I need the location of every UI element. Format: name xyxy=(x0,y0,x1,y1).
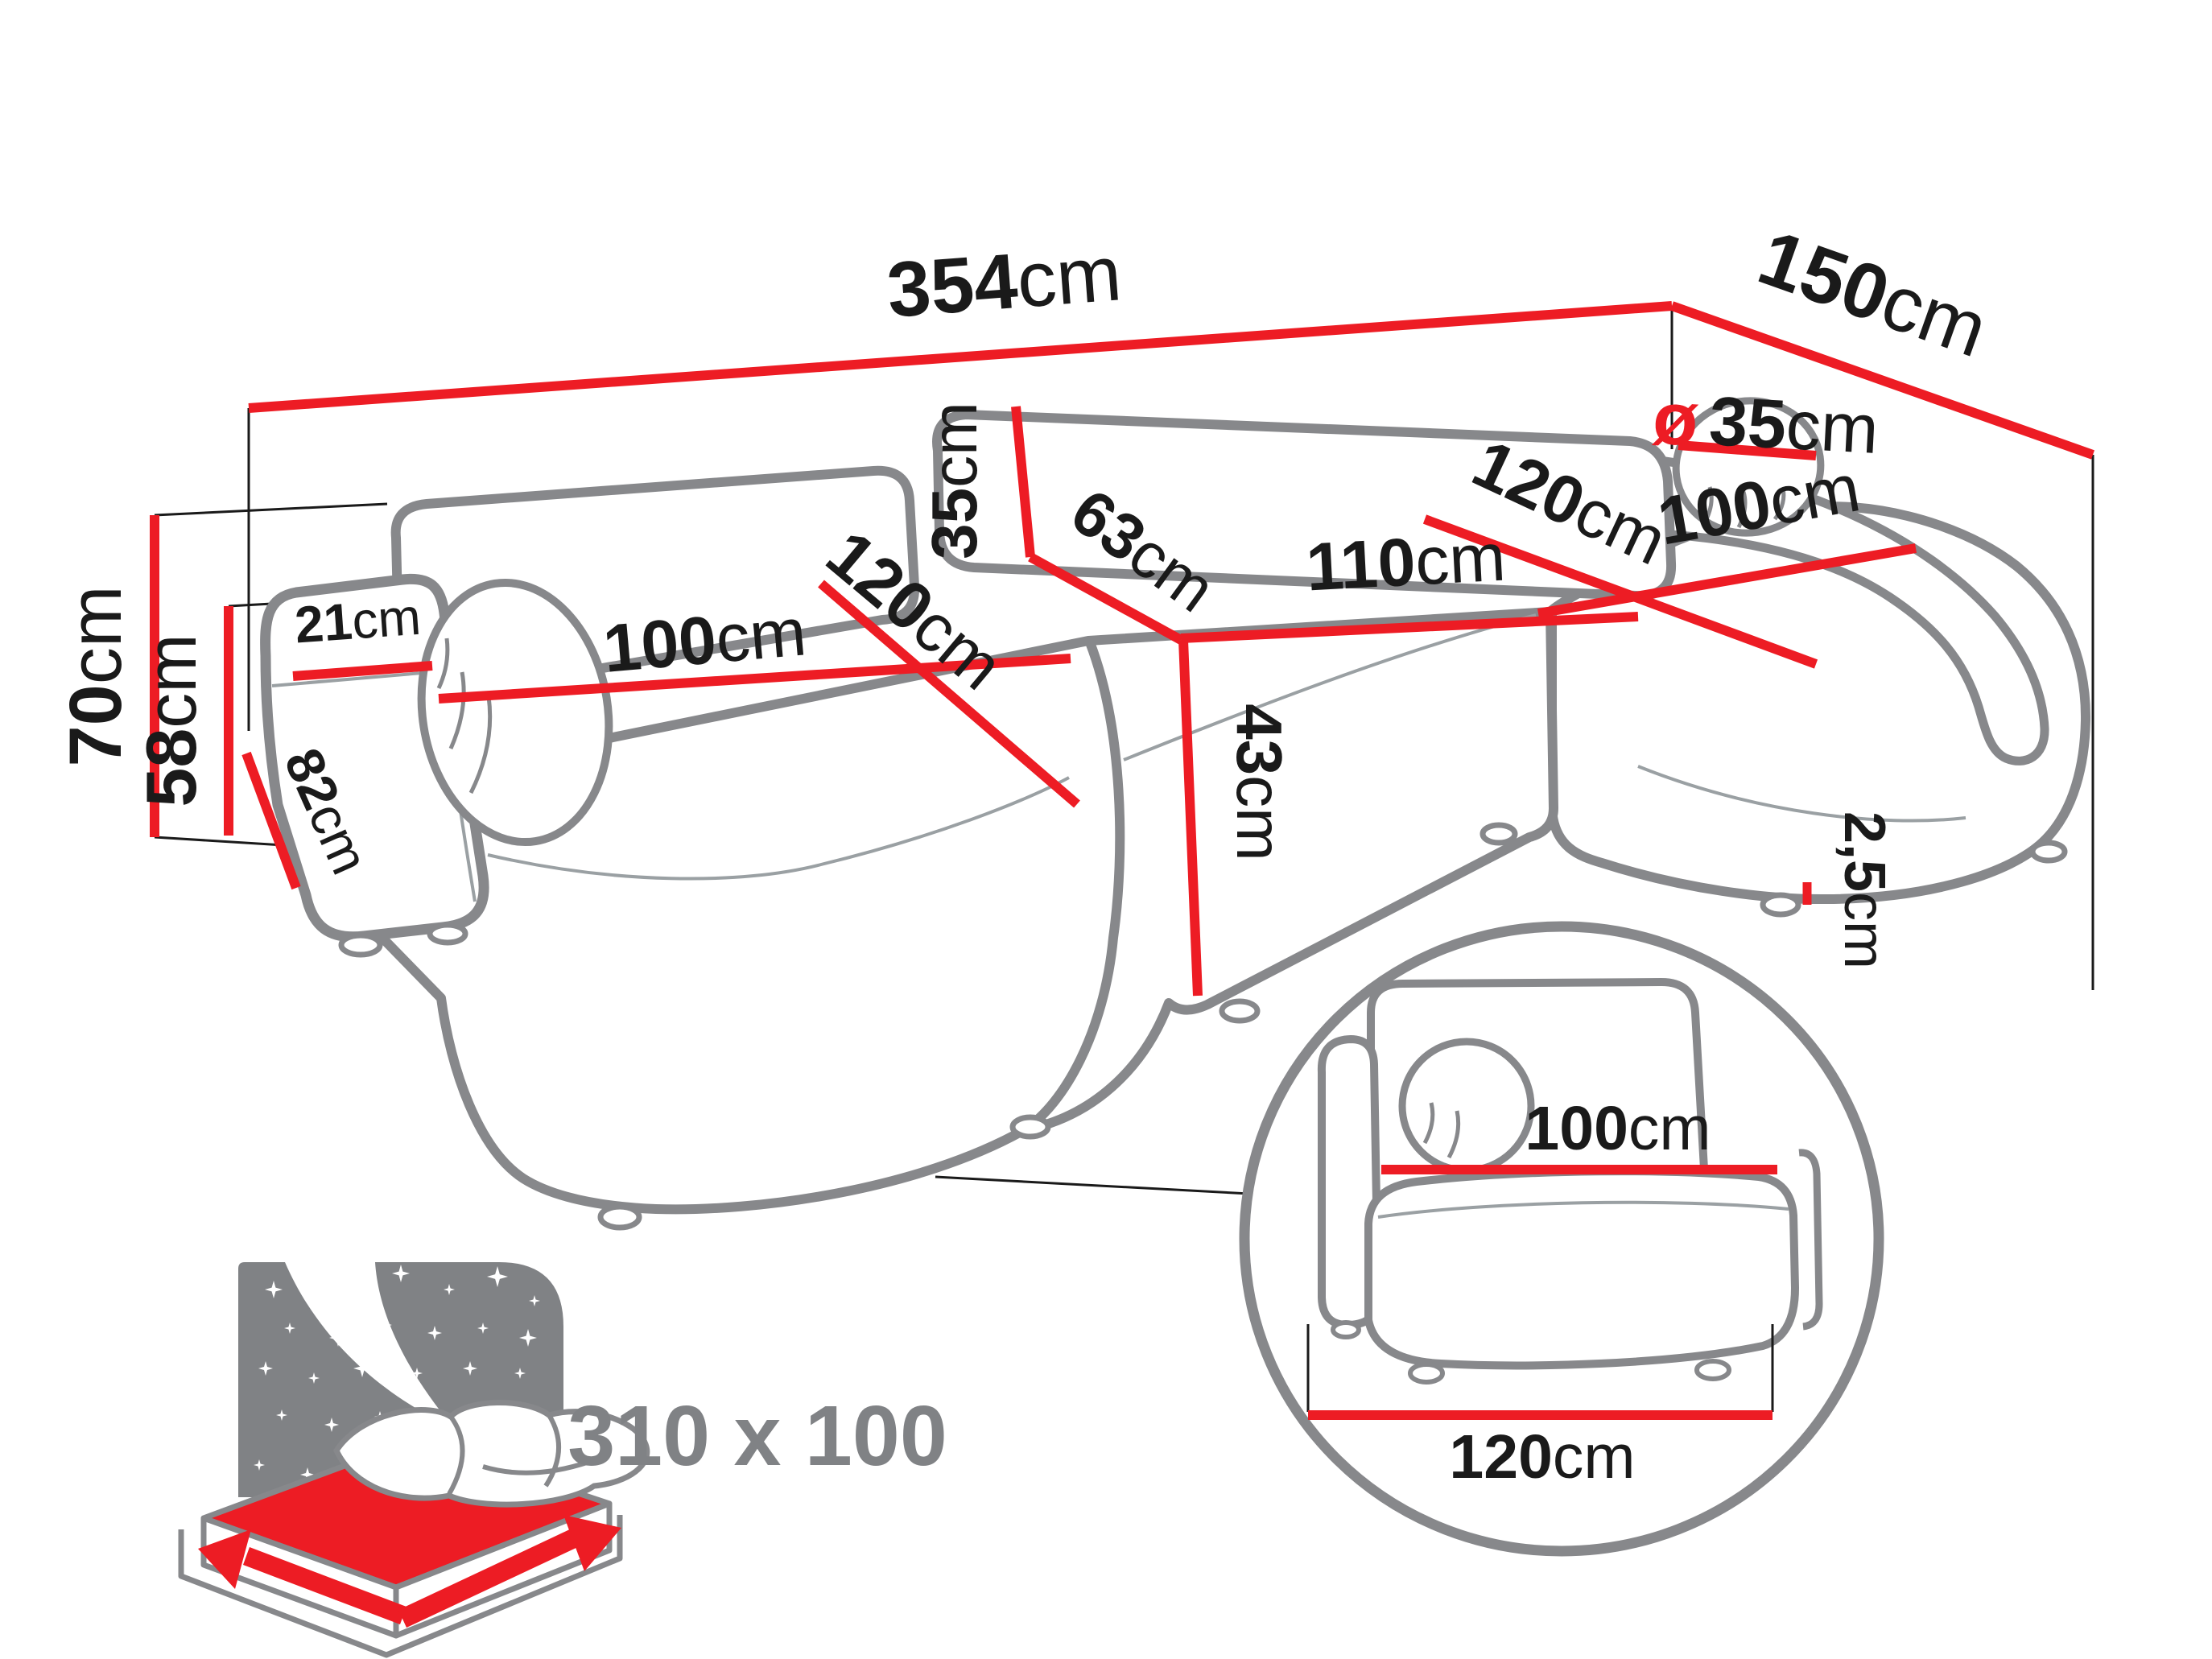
star-icon xyxy=(284,1323,295,1334)
dim-label-seat-height: 43cm xyxy=(1224,704,1295,861)
dimension-lines xyxy=(150,301,2095,997)
dim-label-total-width: 354cm xyxy=(884,229,1125,334)
dim-line-35 xyxy=(1011,406,1035,558)
dim-label-leg-height: 2,5cm xyxy=(1832,811,1896,969)
dimension-labels: 354cm 150cm 70cm 58cm 21cm 82cm 100cm 12… xyxy=(55,213,1999,1492)
dim-line-43 xyxy=(1178,639,1203,997)
bolster-left-creases xyxy=(436,638,493,794)
star-icon xyxy=(324,1418,339,1432)
dim-line-100-left xyxy=(438,654,1071,704)
star-icon xyxy=(514,1368,526,1379)
star-icon xyxy=(477,1323,489,1334)
sleeping-area-label: 310 x 100 xyxy=(567,1389,947,1484)
star-icon xyxy=(381,1319,392,1331)
dim-label-middle-seat-width: 110cm xyxy=(1304,519,1507,605)
middle-seat-front-edge xyxy=(1123,613,1537,761)
left-seat-front-edge xyxy=(487,776,1070,881)
star-icon xyxy=(392,1265,410,1282)
bed-arrows xyxy=(198,1515,621,1628)
seat-foot-left xyxy=(597,1203,642,1231)
tick-70-top xyxy=(154,502,388,517)
dim-line-120-left xyxy=(818,580,1080,808)
inset-bolster xyxy=(1398,1038,1535,1174)
bolster-pillow-left xyxy=(417,578,613,847)
dim-label-diameter-symbol: ø xyxy=(1651,378,1700,462)
bed-arrow-left-head xyxy=(198,1529,251,1589)
inset-seat-seam xyxy=(1377,1200,1789,1219)
dim-label-armrest-height: 58cm xyxy=(131,633,211,807)
dim-line-82 xyxy=(241,751,301,890)
inset-connector-line xyxy=(935,1175,1250,1195)
chaise-foot-right xyxy=(2029,840,2068,864)
dim-label-overall-height: 70cm xyxy=(55,586,137,767)
chaise-top-seam xyxy=(1637,765,1966,823)
star-icon xyxy=(353,1360,371,1377)
star-icon xyxy=(308,1372,320,1384)
star-icon xyxy=(427,1326,442,1340)
inset-seat xyxy=(1364,1167,1800,1370)
seat-seam-left-middle xyxy=(1021,640,1125,1135)
star-icon xyxy=(529,1295,540,1306)
star-icon xyxy=(310,1271,321,1282)
bolster-pillow-right xyxy=(1672,397,1825,537)
armrest-foot-b xyxy=(427,922,468,946)
inset-label-base-width: 120cm xyxy=(1449,1422,1635,1492)
dim-line-100-right xyxy=(1537,543,1917,618)
star-icon xyxy=(276,1409,287,1421)
dim-label-backrest-height: 35cm xyxy=(918,402,990,559)
inset-bolster-outline xyxy=(1398,1038,1535,1174)
dim-label-bolster-diameter: 35cm xyxy=(1707,382,1880,468)
dim-line-63 xyxy=(1028,552,1183,645)
inset-foot-right xyxy=(1694,1359,1731,1381)
inset-foot-left xyxy=(1408,1362,1445,1385)
bed-duvet xyxy=(333,1400,650,1508)
star-icon xyxy=(519,1329,537,1347)
dim-line-pillow-diameter xyxy=(1678,440,1817,460)
middle-seat-foot-left xyxy=(1219,998,1261,1024)
bed-arrow-right-head xyxy=(563,1515,621,1571)
bed-duvet-folds xyxy=(447,1413,590,1496)
bolster-left-outline xyxy=(417,578,613,847)
dim-line-150 xyxy=(1669,301,2095,460)
star-icon xyxy=(411,1368,423,1379)
dim-line-120-right xyxy=(1422,514,1818,669)
bed-arrow-right-shaft xyxy=(398,1528,581,1628)
star-icon xyxy=(258,1361,273,1376)
dim-label-left-seat-width: 100cm xyxy=(600,593,809,687)
dim-line-110 xyxy=(1180,612,1639,643)
sky-swoosh xyxy=(285,1262,454,1428)
bolster-right-creases xyxy=(1704,486,1786,529)
star-icon xyxy=(463,1361,477,1376)
inset-bolster-creases xyxy=(1422,1102,1461,1159)
star-icon xyxy=(329,1329,347,1347)
armrest-foot-a xyxy=(338,932,383,958)
inset-right-module-edge xyxy=(1798,1149,1823,1331)
backrest-cushion-right xyxy=(932,410,1677,601)
star-icon xyxy=(300,1467,315,1482)
star-icon xyxy=(265,1281,283,1298)
bed-arrow-left-shaft xyxy=(243,1547,406,1624)
inset-label-seat-width: 100cm xyxy=(1525,1094,1711,1163)
star-icon xyxy=(444,1284,455,1295)
sleeping-area-icon xyxy=(178,1262,650,1658)
star-icon xyxy=(345,1290,360,1305)
sofa-illustration xyxy=(260,397,2091,1231)
star-icon xyxy=(254,1459,265,1471)
star-icon xyxy=(487,1266,508,1287)
inset-detail-circle xyxy=(1239,921,1884,1557)
inset-foot-armrest xyxy=(1331,1320,1361,1339)
chaise-foot-left xyxy=(1760,892,1801,918)
dim-line-354 xyxy=(248,301,1673,413)
seat-foot-middle xyxy=(1009,1114,1051,1140)
middle-seat-foot-right xyxy=(1479,822,1518,846)
dim-label-armrest-top-width: 21cm xyxy=(293,588,423,654)
dim-line-21 xyxy=(292,661,433,681)
